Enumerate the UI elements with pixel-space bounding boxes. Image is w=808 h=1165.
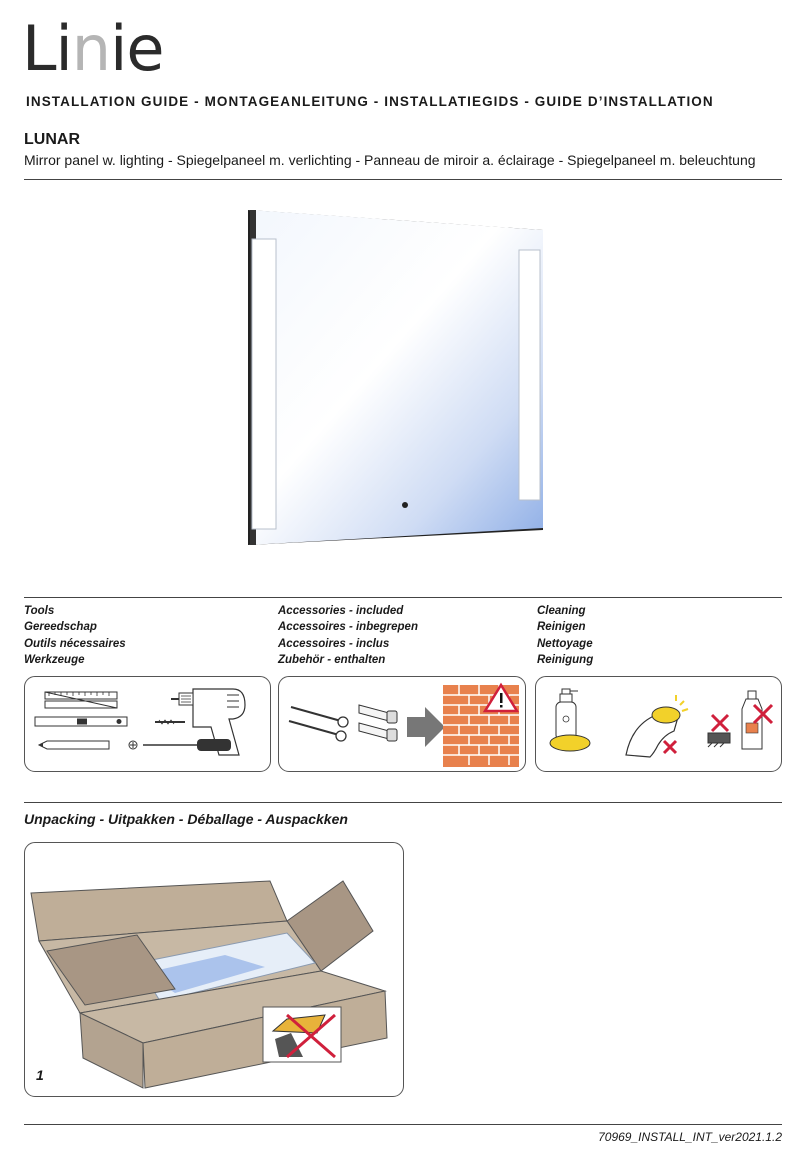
header-divider: [24, 179, 782, 180]
cleaning-panel: [535, 676, 782, 772]
unpacking-panel: [24, 842, 404, 1097]
unpacking-divider: [24, 802, 782, 803]
tools-panel: [24, 676, 271, 772]
arrow-icon: [407, 707, 445, 747]
drill-bit-icon: [155, 719, 185, 725]
screwdriver-icon: [128, 739, 231, 751]
sponge-icon: [549, 734, 591, 752]
brand-logo: Linie: [22, 12, 164, 85]
warning-icon: [482, 682, 520, 713]
no-wipe-icon: [662, 739, 678, 755]
pencil-icon: [37, 740, 110, 750]
soap-bottle-icon: [555, 688, 578, 741]
product-name: LUNAR: [24, 131, 80, 148]
spirit-level-icon: [34, 716, 128, 727]
right-light-strip: [518, 249, 541, 501]
drill-icon: [171, 688, 246, 756]
unpacking-title: Unpacking - Uitpakken - Déballage - Ausp…: [24, 811, 348, 827]
mirror-glass: [250, 210, 543, 545]
no-chemical-icon: [741, 690, 774, 750]
document-version: 70969_INSTALL_INT_ver2021.1.2: [598, 1130, 782, 1144]
footer-divider: [24, 1124, 782, 1125]
folding-rule-icon: [44, 691, 118, 709]
screws-icon: [288, 706, 349, 742]
mirror-illustration: [248, 210, 543, 545]
open-box-illustration: [30, 880, 388, 1089]
accessories-panel: [278, 676, 526, 772]
product-description: Mirror panel w. lighting - Spiegelpaneel…: [24, 152, 756, 168]
step-number: 1: [36, 1067, 44, 1083]
touch-switch-icon: [402, 502, 408, 508]
no-knife-icon: [262, 1006, 342, 1063]
guide-title: INSTALLATION GUIDE - MONTAGEANLEITUNG - …: [26, 94, 714, 109]
wall-plugs-icon: [358, 704, 398, 742]
left-light-strip: [251, 238, 277, 530]
tools-divider: [24, 597, 782, 598]
hand-wiping-icon: [625, 695, 689, 758]
no-abrasive-icon: [707, 713, 731, 748]
